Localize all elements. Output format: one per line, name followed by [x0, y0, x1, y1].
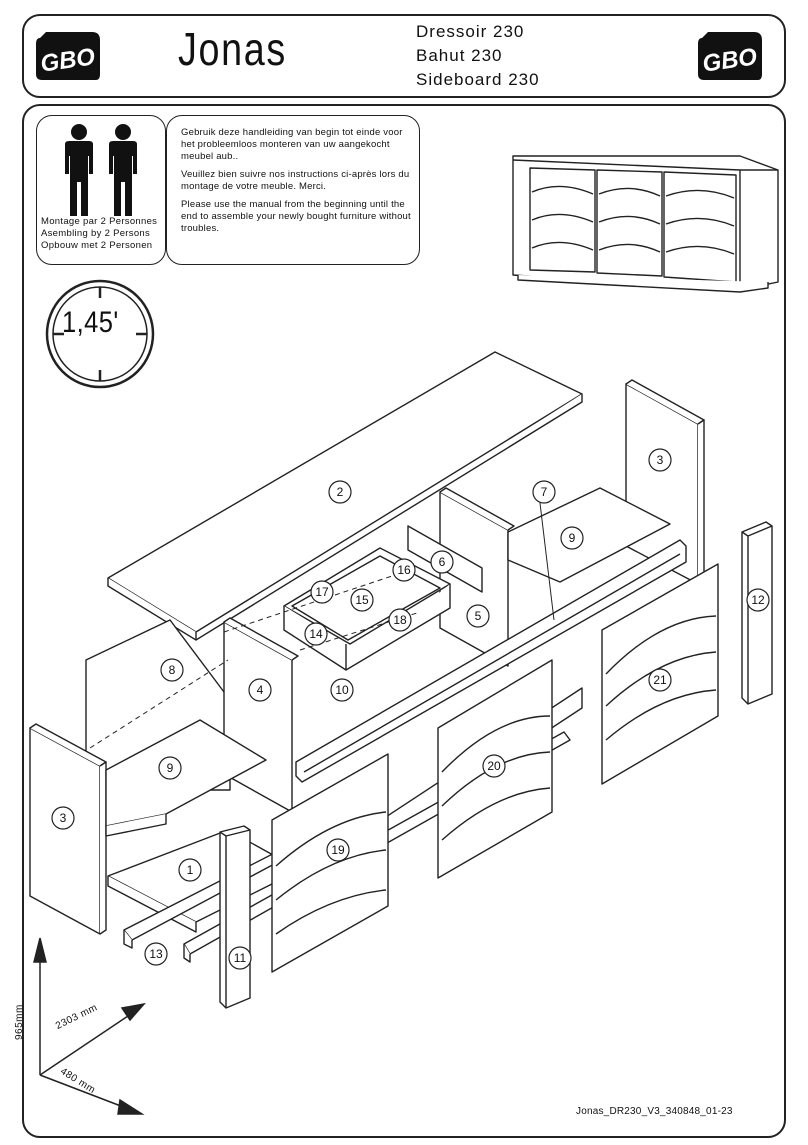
- brand-logo-right: GBO: [694, 26, 766, 84]
- product-type-fr: Bahut 230: [416, 46, 503, 65]
- part-label-17: 17: [315, 585, 329, 599]
- part-label-20: 20: [487, 759, 501, 773]
- main-frame: [22, 104, 786, 1138]
- instruction-en: Please use the manual from the beginning…: [181, 199, 411, 234]
- part-label-10: 10: [335, 683, 349, 697]
- persons-caption-fr: Montage par 2 Personnes: [41, 216, 158, 227]
- product-type-nl: Dressoir 230: [416, 22, 525, 41]
- persons-box: Montage par 2 Personnes Asembling by 2 P…: [36, 115, 166, 265]
- persons-caption: Montage par 2 Personnes Asembling by 2 P…: [41, 216, 157, 252]
- part-label-7: 7: [541, 485, 548, 499]
- part-label-3-left: 3: [60, 811, 67, 825]
- part-label-5: 5: [475, 609, 482, 623]
- instructions-box: Gebruik deze handleiding van begin tot e…: [166, 115, 420, 265]
- part-label-2: 2: [337, 485, 344, 499]
- part-label-16: 16: [397, 563, 411, 577]
- part-label-12: 12: [751, 593, 765, 607]
- part-label-11: 11: [234, 951, 247, 965]
- part-label-21: 21: [653, 673, 667, 687]
- product-types: Dressoir 230 Bahut 230 Sideboard 230: [416, 20, 540, 92]
- part-label-3-right: 3: [657, 453, 664, 467]
- part-label-4: 4: [257, 683, 264, 697]
- product-name: Jonas: [178, 23, 287, 75]
- brand-logo-left: GBO: [32, 26, 104, 84]
- two-persons-icon: [65, 124, 137, 216]
- instructions-text: Gebruik deze handleiding van begin tot e…: [181, 127, 417, 241]
- part-label-9-left: 9: [167, 761, 174, 775]
- part-label-18: 18: [393, 613, 407, 627]
- part-label-9-right: 9: [569, 531, 576, 545]
- document-code: Jonas_DR230_V3_340848_01-23: [576, 1106, 733, 1117]
- part-label-14: 14: [309, 627, 323, 641]
- product-type-en: Sideboard 230: [416, 70, 540, 89]
- part-label-6: 6: [439, 555, 446, 569]
- assembly-time: 1,45': [62, 306, 119, 339]
- sideboard-preview: [512, 155, 779, 293]
- part-label-8: 8: [169, 663, 176, 677]
- part-label-1: 1: [187, 863, 194, 877]
- persons-caption-nl: Opbouw met 2 Personen: [41, 240, 153, 251]
- instruction-nl: Gebruik deze handleiding van begin tot e…: [181, 127, 403, 162]
- persons-caption-en: Asembling by 2 Persons: [41, 228, 151, 239]
- header-frame: [22, 14, 786, 98]
- instruction-fr: Veuillez bien suivre nos instructions ci…: [181, 169, 410, 192]
- dimension-height: 965mm: [14, 1004, 25, 1040]
- part-label-13: 13: [149, 947, 163, 961]
- part-label-19: 19: [331, 843, 345, 857]
- clock-icon: [45, 279, 155, 389]
- part-label-15: 15: [355, 593, 369, 607]
